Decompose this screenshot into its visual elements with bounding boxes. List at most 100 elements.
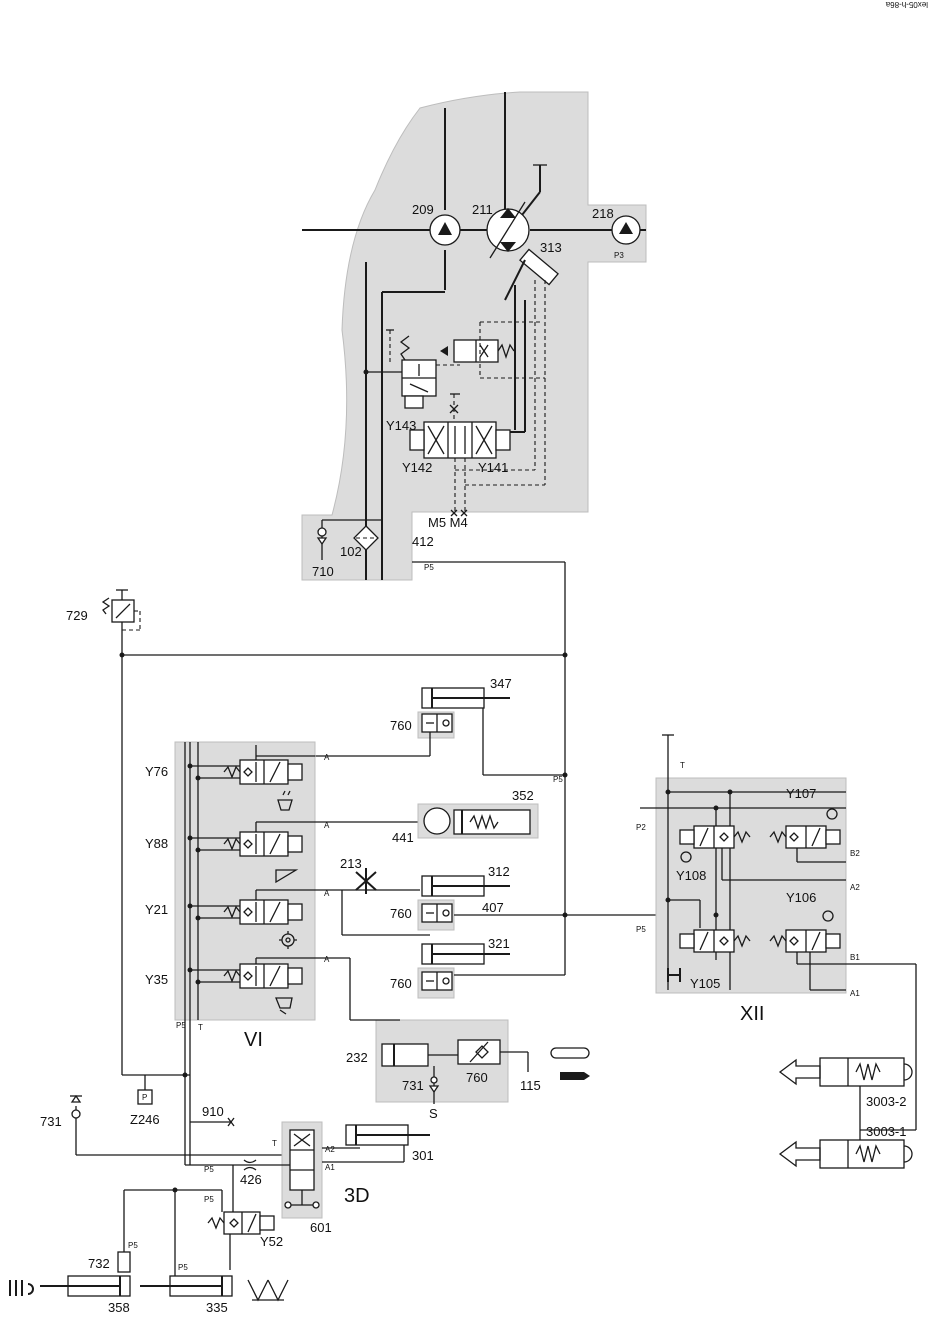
label-3003-1: 3003-1 xyxy=(866,1124,906,1139)
label-y35: Y35 xyxy=(145,972,168,987)
label-312: 312 xyxy=(488,864,510,879)
label-321: 321 xyxy=(488,936,510,951)
label-p-z246: P xyxy=(142,1093,147,1102)
label-313: 313 xyxy=(540,240,562,255)
label-t-3d: T xyxy=(272,1139,277,1148)
valve-y35 xyxy=(223,963,303,989)
label-p3: P3 xyxy=(614,251,624,260)
label-t-vi: T xyxy=(198,1023,203,1032)
chain-icon xyxy=(550,1047,590,1059)
doc-id: lex05-h-86a xyxy=(885,0,928,9)
label-a-y88: A xyxy=(324,821,330,830)
label-352: 352 xyxy=(512,788,534,803)
label-t-xii: T xyxy=(680,761,685,770)
label-p2: P2 xyxy=(636,823,646,832)
cylinder-3003-2 xyxy=(778,1057,913,1087)
label-group-xii: XII xyxy=(740,1003,764,1025)
label-731-b: 731 xyxy=(40,1114,62,1129)
outrigger-icon xyxy=(247,1279,289,1302)
label-441: 441 xyxy=(392,830,414,845)
label-m5m4: M5 M4 xyxy=(428,515,468,530)
label-y52: Y52 xyxy=(260,1234,283,1249)
valve-y76 xyxy=(223,759,303,785)
valve-y105 xyxy=(679,929,751,953)
label-b1: B1 xyxy=(850,953,860,962)
label-731-a: 731 xyxy=(402,1078,424,1093)
motor-441 xyxy=(423,807,451,835)
gear-icon-y108 xyxy=(680,851,692,863)
label-335: 335 xyxy=(206,1300,228,1315)
drill-icon xyxy=(560,1072,590,1080)
label-209: 209 xyxy=(412,202,434,217)
label-y108: Y108 xyxy=(676,868,706,883)
label-y143: Y143 xyxy=(386,418,416,433)
cylinder-232 xyxy=(381,1043,429,1067)
label-213: 213 xyxy=(340,856,362,871)
label-p5-335: P5 xyxy=(178,1263,188,1272)
label-p5-y52: P5 xyxy=(204,1195,214,1204)
label-601: 601 xyxy=(310,1220,332,1235)
axle-icon-y105 xyxy=(667,968,681,982)
valve-y108 xyxy=(679,825,751,849)
label-y142: Y142 xyxy=(402,460,432,475)
label-a2: A2 xyxy=(850,883,860,892)
label-s: S xyxy=(429,1106,438,1121)
label-a-y76: A xyxy=(324,753,330,762)
label-218: 218 xyxy=(592,206,614,221)
valve-y141-y142 xyxy=(423,421,497,459)
label-301: 301 xyxy=(412,1148,434,1163)
bucket-icon xyxy=(275,869,299,884)
label-a1: A1 xyxy=(850,989,860,998)
label-a-y21: A xyxy=(324,889,330,898)
label-p5-mid: P5 xyxy=(553,775,563,784)
bucket-tilt-icon xyxy=(275,997,293,1015)
label-y107: Y107 xyxy=(786,786,816,801)
coupler-icon xyxy=(9,1280,34,1296)
label-z246: Z246 xyxy=(130,1112,160,1127)
label-p5-top: P5 xyxy=(424,563,434,572)
label-407: 407 xyxy=(482,900,504,915)
valve-y107 xyxy=(769,825,841,849)
valve-y106 xyxy=(769,929,841,953)
valve-y21 xyxy=(223,899,303,925)
label-760-b: 760 xyxy=(390,906,412,921)
label-211: 211 xyxy=(472,202,493,217)
label-115: 115 xyxy=(520,1078,541,1093)
valve-block-xii xyxy=(655,777,847,994)
label-p5-xii: P5 xyxy=(636,925,646,934)
label-710: 710 xyxy=(312,564,334,579)
component-313 xyxy=(519,248,559,286)
label-3003-2: 3003-2 xyxy=(866,1094,906,1109)
label-y105: Y105 xyxy=(690,976,720,991)
label-358: 358 xyxy=(108,1300,130,1315)
valve-y88 xyxy=(223,831,303,857)
label-group-vi: VI xyxy=(244,1029,263,1051)
label-p5-426: P5 xyxy=(204,1165,214,1174)
hopper-icon xyxy=(277,790,293,811)
label-y106: Y106 xyxy=(786,890,816,905)
label-729: 729 xyxy=(66,608,88,623)
label-p5-732: P5 xyxy=(128,1241,138,1250)
label-a-y35: A xyxy=(324,955,330,964)
label-760-c: 760 xyxy=(390,976,412,991)
label-y21: Y21 xyxy=(145,902,168,917)
label-732: 732 xyxy=(88,1256,110,1271)
label-a1-3d: A1 xyxy=(325,1163,335,1172)
label-760-a: 760 xyxy=(390,718,412,733)
label-760-d: 760 xyxy=(466,1070,488,1085)
valve-y52 xyxy=(207,1211,275,1235)
label-y88: Y88 xyxy=(145,836,168,851)
label-y141: Y141 xyxy=(478,460,508,475)
cylinder-3003-1 xyxy=(778,1139,913,1169)
label-412: 412 xyxy=(412,534,434,549)
label-p5-vi: P5 xyxy=(176,1021,186,1030)
label-232: 232 xyxy=(346,1050,368,1065)
fan-icon-213 xyxy=(355,868,377,894)
gear-icon xyxy=(279,931,297,949)
label-910: 910 xyxy=(202,1104,224,1119)
pressure-icon-y106 xyxy=(822,910,834,922)
label-a2-3d: A2 xyxy=(325,1145,335,1154)
label-y76: Y76 xyxy=(145,764,168,779)
label-426: 426 xyxy=(240,1172,262,1187)
